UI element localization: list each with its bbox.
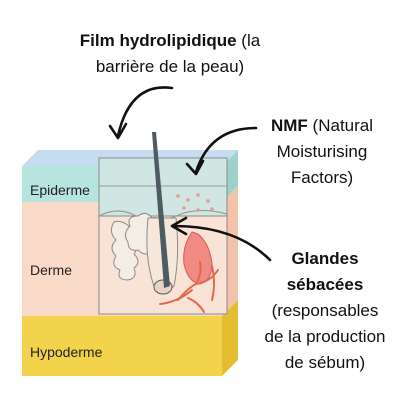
glandes-desc-line2: de la production <box>264 327 386 346</box>
arrow-film <box>116 86 174 138</box>
glandes-desc-line3: de sébum) <box>284 353 366 372</box>
hypoderme-label: Hypoderme <box>30 344 103 360</box>
section-epidermis <box>98 157 228 217</box>
nmf-annotation-line3: Factors) <box>290 168 354 187</box>
glandes-desc-line1: (responsables <box>271 301 379 320</box>
glandes-title-line2: sébacées <box>286 275 364 294</box>
arrow-glandes <box>172 224 272 262</box>
derme-label: Derme <box>30 262 73 278</box>
film-annotation-line1: Film hydrolipidique (la <box>0 28 340 54</box>
nmf-paren: (Natural <box>312 116 374 135</box>
hair-shaft <box>152 132 170 288</box>
nmf-annotation-line2: Moisturising <box>276 142 368 161</box>
film-annotation-line2: barrière de la peau) <box>95 57 245 76</box>
film-paren: (la <box>241 31 261 50</box>
hypoderme-side-face <box>222 300 238 376</box>
glandes-title-line1: Glandes <box>291 249 359 268</box>
hypoderme-front-face <box>22 316 222 376</box>
nmf-annotation-line1: NMF (Natural <box>248 113 396 139</box>
epiderme-label: Epiderme <box>30 182 90 198</box>
nmf-title: NMF <box>270 116 308 135</box>
blood-vessels <box>159 261 219 313</box>
nmf-dots <box>176 193 214 212</box>
arrow-nmf <box>194 126 258 174</box>
film-title: Film hydrolipidique <box>79 31 237 50</box>
arrows <box>108 86 272 262</box>
